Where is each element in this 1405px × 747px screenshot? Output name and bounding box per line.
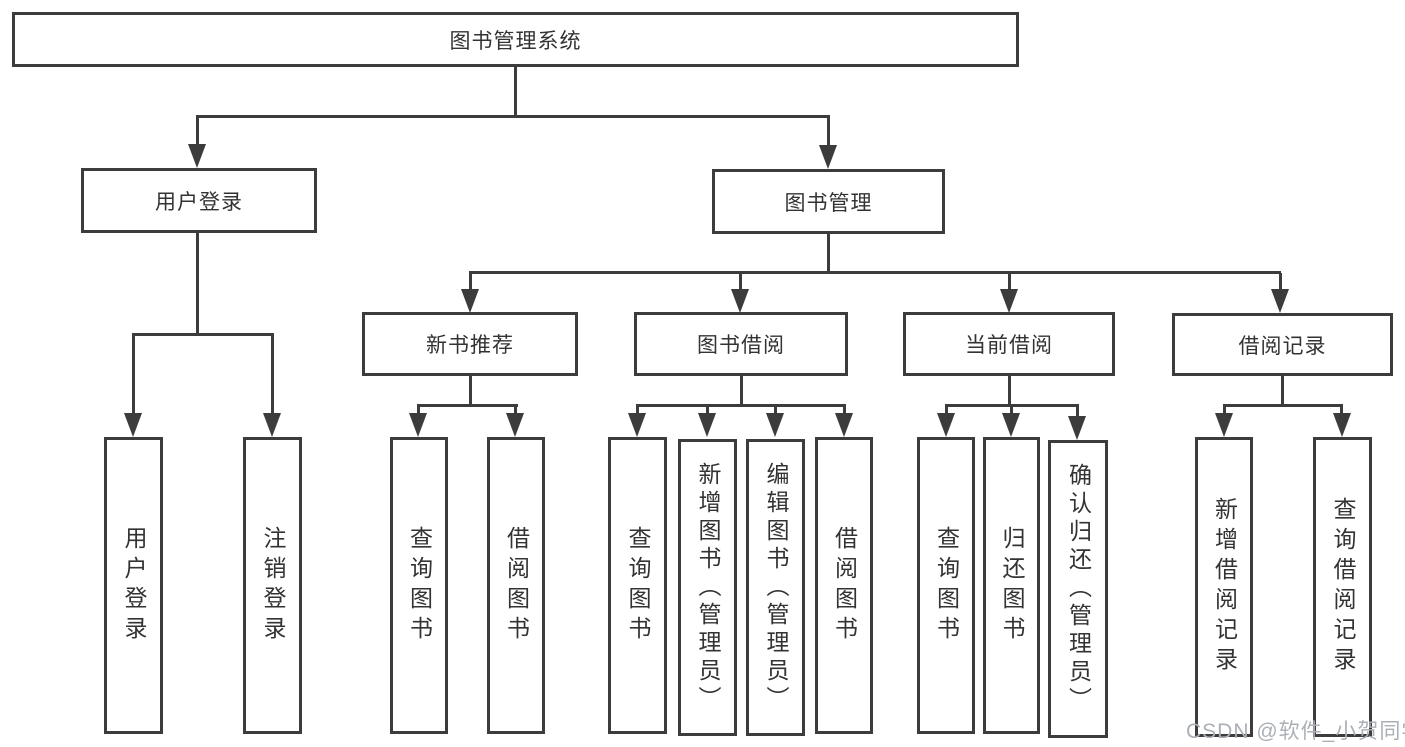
connector-arrow: [506, 413, 524, 437]
connector-line: [469, 376, 472, 407]
connector-arrow: [188, 144, 206, 168]
leaf-query-books-recommend-label: 查询图书: [406, 525, 433, 646]
connector-arrow: [731, 289, 749, 313]
node-new-book-recommend-label: 新书推荐: [426, 334, 514, 357]
connector-line: [196, 115, 830, 118]
connector-line: [469, 271, 1281, 274]
node-current-borrow-label: 当前借阅: [965, 334, 1053, 357]
connector-line: [827, 234, 830, 274]
node-user-login-group-label: 用户登录: [155, 190, 243, 214]
connector-arrow: [461, 289, 479, 313]
connector-arrow: [263, 413, 281, 437]
connector-line: [774, 406, 777, 415]
connector-line: [945, 406, 948, 415]
node-root: 图书管理系统: [12, 12, 1019, 67]
leaf-user-login-label: 用户登录: [121, 525, 147, 646]
connector-arrow: [698, 413, 716, 437]
connector-arrow: [766, 413, 784, 437]
leaf-query-books-current: 查询图书: [917, 437, 975, 734]
connector-arrow: [409, 413, 427, 437]
connector-line: [740, 376, 743, 407]
connector-line: [1223, 406, 1226, 415]
connector-line: [945, 404, 1079, 407]
leaf-query-books-borrow-label: 查询图书: [625, 525, 651, 646]
connector-line: [1010, 406, 1013, 415]
node-book-management-label: 图书管理: [784, 191, 873, 215]
leaf-query-books-recommend: 查询图书: [390, 437, 448, 734]
node-current-borrow: 当前借阅: [903, 312, 1115, 376]
connector-line: [1008, 376, 1011, 407]
connector-line: [636, 406, 639, 415]
node-borrow-records-label: 借阅记录: [1238, 334, 1327, 358]
connector-arrow: [1068, 416, 1086, 440]
leaf-add-borrow-record: 新增借阅记录: [1195, 437, 1253, 737]
connector-line: [1279, 273, 1282, 292]
leaf-query-borrow-record: 查询借阅记录: [1313, 437, 1372, 737]
connector-line: [417, 406, 420, 415]
node-root-label: 图书管理系统: [449, 29, 582, 53]
leaf-borrow-books: 借阅图书: [815, 437, 873, 734]
leaf-return-books: 归还图书: [983, 437, 1040, 734]
connector-line: [271, 335, 274, 413]
connector-line: [1008, 273, 1011, 292]
leaf-logout-login-label: 注销登录: [260, 525, 286, 646]
connector-line: [636, 404, 846, 407]
leaf-query-books-current-label: 查询图书: [933, 525, 960, 646]
connector-arrow: [124, 413, 142, 437]
connector-line: [196, 117, 199, 146]
leaf-edit-books-admin: 编辑图书（管理员）: [746, 439, 805, 736]
connector-line: [132, 333, 274, 336]
connector-arrow: [835, 413, 853, 437]
leaf-query-books-borrow: 查询图书: [608, 437, 667, 734]
connector-line: [1076, 406, 1079, 418]
connector-arrow: [628, 413, 646, 437]
connector-line: [469, 273, 472, 292]
leaf-query-borrow-record-label: 查询借阅记录: [1330, 497, 1356, 677]
node-book-borrow: 图书借阅: [634, 312, 848, 376]
connector-arrow: [1215, 413, 1233, 437]
connector-arrow: [819, 145, 837, 169]
leaf-user-login: 用户登录: [104, 437, 163, 734]
leaf-add-books-admin-label: 新增图书（管理员）: [695, 461, 721, 714]
connector-line: [417, 404, 518, 407]
connector-line: [196, 233, 199, 335]
connector-line: [827, 117, 830, 146]
connector-line: [1340, 406, 1343, 415]
connector-line: [1223, 404, 1343, 407]
leaf-return-books-label: 归还图书: [999, 525, 1025, 646]
watermark: CSDN @软件_小贺同学: [1186, 720, 1405, 743]
connector-line: [739, 273, 742, 292]
leaf-borrow-books-recommend-label: 借阅图书: [503, 525, 530, 646]
connector-arrow: [1002, 413, 1020, 437]
leaf-borrow-books-recommend: 借阅图书: [487, 437, 545, 734]
connector-arrow: [1333, 413, 1351, 437]
connector-arrow: [1271, 289, 1289, 313]
connector-line: [706, 406, 709, 415]
connector-line: [514, 406, 517, 415]
connector-line: [514, 65, 517, 118]
leaf-confirm-return-admin-label: 确认归还（管理员）: [1065, 463, 1092, 715]
node-borrow-records: 借阅记录: [1172, 313, 1393, 376]
leaf-logout-login: 注销登录: [243, 437, 302, 734]
connector-line: [132, 335, 135, 413]
connector-arrow: [1000, 289, 1018, 313]
leaf-add-borrow-record-label: 新增借阅记录: [1211, 497, 1238, 677]
connector-line: [1281, 376, 1284, 407]
node-book-borrow-label: 图书借阅: [697, 334, 785, 357]
node-new-book-recommend: 新书推荐: [362, 312, 578, 376]
node-book-management: 图书管理: [712, 169, 945, 234]
node-user-login-group: 用户登录: [81, 168, 317, 233]
leaf-add-books-admin: 新增图书（管理员）: [678, 439, 737, 736]
leaf-borrow-books-label: 借阅图书: [831, 525, 858, 646]
leaf-confirm-return-admin: 确认归还（管理员）: [1048, 440, 1108, 738]
connector-arrow: [937, 413, 955, 437]
connector-line: [843, 406, 846, 415]
leaf-edit-books-admin-label: 编辑图书（管理员）: [763, 461, 789, 714]
